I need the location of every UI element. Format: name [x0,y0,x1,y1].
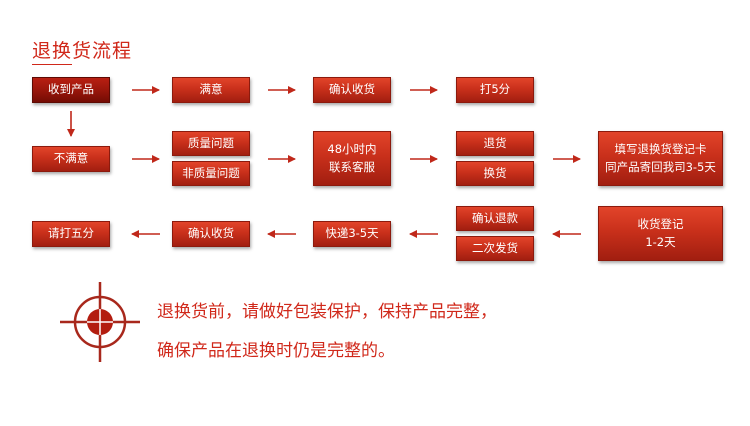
step-quality-issue-label: 质量问题 [188,135,234,150]
step-rate-5: 打5分 [456,77,534,103]
step-register-line1: 收货登记 [637,216,684,231]
step-rate-five-label: 请打五分 [48,226,94,241]
title-underline [32,64,72,65]
target-icon [60,282,140,362]
step-confirm-receipt-top-label: 确认收货 [329,82,375,97]
step-unsatisfied: 不满意 [32,146,110,172]
step-rate-5-label: 打5分 [479,82,511,97]
step-contact-service: 48小时内 联系客服 [313,131,391,186]
page-title: 退换货流程 [32,40,133,62]
step-receive-product: 收到产品 [32,77,110,103]
step-contact-line1: 48小时内 [327,141,377,156]
step-satisfied: 满意 [172,77,250,103]
step-rate-five: 请打五分 [32,221,110,247]
step-express-label: 快递3-5天 [325,226,379,241]
step-fill-card-line1: 填写退换货登记卡 [614,141,707,156]
note-line-1: 退换货前，请做好包装保护，保持产品完整， [157,302,497,322]
step-return: 退货 [456,131,534,156]
step-resend: 二次发货 [456,236,534,261]
step-exchange-label: 换货 [483,165,507,180]
step-confirm-refund-label: 确认退款 [472,210,518,225]
step-satisfied-label: 满意 [199,82,223,97]
step-contact-line2: 联系客服 [328,159,375,174]
step-return-label: 退货 [483,135,507,150]
step-receive-product-label: 收到产品 [48,82,94,97]
step-fill-card-line2: 同产品寄回我司3-5天 [605,159,716,174]
step-confirm-receipt-top: 确认收货 [313,77,391,103]
step-non-quality-issue: 非质量问题 [172,161,250,186]
step-unsatisfied-label: 不满意 [53,151,89,166]
step-confirm-receipt-bottom: 确认收货 [172,221,250,247]
step-confirm-refund: 确认退款 [456,206,534,231]
step-confirm-receipt-bottom-label: 确认收货 [188,226,234,241]
step-non-quality-issue-label: 非质量问题 [182,165,240,180]
step-register-line2: 1-2天 [645,234,676,249]
step-receipt-registration: 收货登记 1-2天 [598,206,723,261]
step-express-delivery: 快递3-5天 [313,221,391,247]
step-resend-label: 二次发货 [472,240,518,255]
step-fill-return-card: 填写退换货登记卡 同产品寄回我司3-5天 [598,131,723,186]
step-exchange: 换货 [456,161,534,186]
step-quality-issue: 质量问题 [172,131,250,156]
note-line-2: 确保产品在退换时仍是完整的。 [157,341,395,361]
